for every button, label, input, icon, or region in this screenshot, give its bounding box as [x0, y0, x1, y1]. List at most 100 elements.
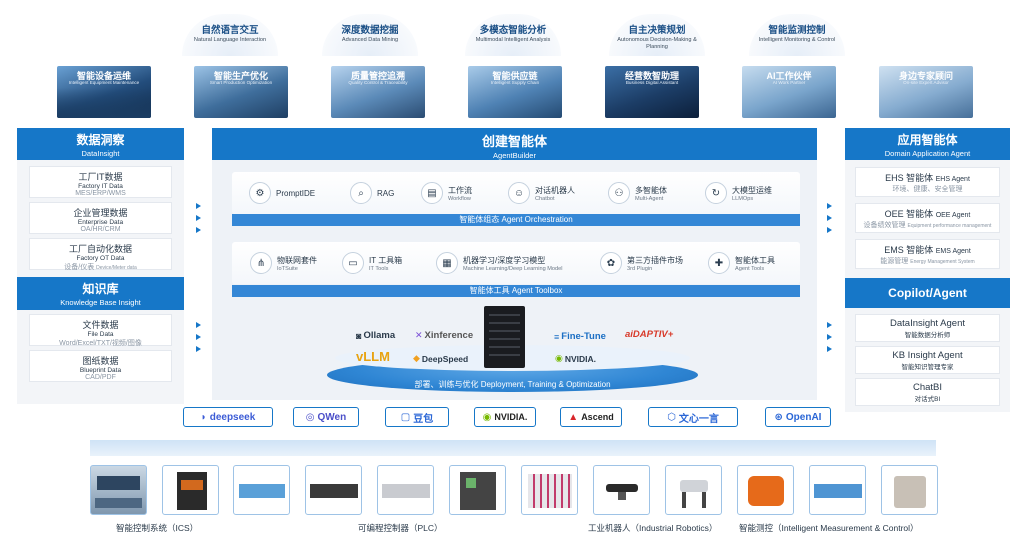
framework-name: NVIDIA. — [564, 353, 597, 364]
datainsight-item-factory-it[interactable]: 工厂IT数据 Factory IT Data MES/ERP/WMS — [29, 166, 172, 198]
copilot-chatbi[interactable]: ChatBI 对话式BI — [855, 378, 1000, 406]
item-detail: OA/HR/CRM — [80, 226, 121, 233]
item-title: EMS 智能体 EMS Agent — [884, 245, 971, 255]
tool-name: 机器学习/深度学习模型 — [463, 255, 546, 265]
device-layer-bar — [90, 440, 936, 456]
model-doubao[interactable]: ▢豆包 — [385, 407, 449, 427]
model-qwen[interactable]: ◎QWen — [293, 407, 359, 427]
framework-xinference: ✕ Xinference — [415, 330, 473, 341]
model-wenxin[interactable]: ⬡文心一言 — [648, 407, 738, 427]
datainsight-item-enterprise[interactable]: 企业管理数据 Enterprise Data OA/HR/CRM — [29, 202, 172, 234]
capability-subtitle: Intelligent Monitoring & Control — [758, 37, 836, 43]
domain-agent-ems[interactable]: EMS 智能体 EMS Agent 能源管理 Energy Management… — [855, 239, 1000, 269]
copilot-kb-insight-agent[interactable]: KB Insight Agent 智能知识管理专家 — [855, 346, 1000, 374]
item-subtitle: 智能数据分析师 — [904, 332, 951, 339]
item-subtitle: Factory IT Data — [78, 183, 123, 190]
item-detail: CAD/PDF — [85, 374, 116, 381]
device-group-plc-label: 可编程控制器（PLC） — [358, 523, 443, 533]
capability-title: 多模态智能分析 — [479, 25, 547, 36]
device-plc-controller — [449, 465, 506, 515]
model-name: 豆包 — [413, 413, 434, 425]
tool-sub: Agent Tools — [735, 265, 765, 272]
scenario-title: 质量管控追溯 — [350, 71, 405, 81]
capability-multimodal: 多模态智能分析 Multimodal Intelligent Analysis — [467, 22, 559, 44]
capability-title: 自主决策规划 — [628, 25, 686, 36]
scenario-title: 身边专家顾问 — [898, 71, 953, 81]
capability-decision: 自主决策规划 Autonomous Decision-Making & Plan… — [611, 22, 703, 51]
model-openai[interactable]: ⊛OpenAI — [765, 407, 831, 427]
search-icon: ⌕ — [350, 182, 372, 204]
flow-arrows-right-bottom — [827, 322, 833, 358]
deployment-label: 部署、训练与优化 Deployment, Training & Optimiza… — [414, 380, 611, 389]
device-drone — [593, 465, 650, 515]
refresh-icon: ↻ — [705, 182, 727, 204]
tool-name: IT 工具箱 — [369, 255, 403, 265]
framework-finetune: ≡ Fine-Tune — [554, 331, 606, 342]
domain-agent-ehs[interactable]: EHS 智能体 EHS Agent 环境、健康、安全管理 — [855, 167, 1000, 197]
model-deepseek[interactable]: ◗deepseek — [183, 407, 273, 427]
device-plc-rack — [305, 465, 362, 515]
tool-rag[interactable]: ⌕ RAG — [350, 182, 394, 204]
knowledge-title: 知识库 — [82, 282, 119, 296]
item-title: 工厂自动化数据 — [68, 244, 132, 254]
domain-agent-header: 应用智能体 Domain Application Agent — [845, 128, 1010, 160]
model-ascend[interactable]: ▲Ascend — [560, 407, 622, 427]
workflow-icon: ▤ — [421, 182, 443, 204]
model-name: deepseek — [209, 411, 256, 423]
scenario-production-optimization: 智能生产优化 Smart Production Optimization — [194, 66, 288, 118]
domain-agent-oee[interactable]: OEE 智能体 OEE Agent 设备绩效管理 Equipment perfo… — [855, 203, 1000, 233]
datainsight-item-factory-ot[interactable]: 工厂自动化数据 Factory OT Data 设备/仪表 Device/Met… — [29, 238, 172, 271]
nvidia-icon: ◉ — [555, 353, 563, 363]
scenario-title: AI工作伙伴 — [766, 71, 812, 81]
scenario-quality-control: 质量管控追溯 Quality Control & Traceability — [331, 66, 425, 118]
agentbuilder-header: 创建智能体 AgentBuilder — [212, 128, 817, 160]
model-name: 文心一言 — [678, 413, 719, 425]
model-name: NVIDIA. — [494, 412, 528, 422]
scenario-subtitle: On-site Expert Advisor — [903, 80, 949, 85]
copilot-datainsight-agent[interactable]: DataInsight Agent 智能数据分析师 — [855, 314, 1000, 342]
knowledge-header: 知识库 Knowledge Base Insight — [17, 277, 184, 310]
knowledge-item-blueprint[interactable]: 图纸数据 Blueprint Data CAD/PDF — [29, 350, 172, 382]
device-measurement-module — [809, 465, 866, 515]
item-title: EHS 智能体 EHS Agent — [885, 173, 970, 183]
framework-name: vLLM — [356, 349, 390, 364]
domain-agent-subtitle: Domain Application Agent — [884, 149, 971, 158]
datainsight-title: 数据洞察 — [76, 133, 125, 147]
gear-icon: ⚙ — [249, 182, 271, 204]
tool-name: 第三方插件市场 — [627, 255, 683, 265]
orchestration-band: 智能体组态 Agent Orchestration — [232, 214, 800, 226]
model-nvidia[interactable]: ◉NVIDIA. — [474, 407, 536, 427]
model-name: QWen — [317, 411, 347, 423]
item-title: DataInsight Agent — [890, 318, 965, 329]
robot-icon: ☺ — [508, 182, 530, 204]
item-title: OEE 智能体 OEE Agent — [884, 209, 971, 219]
qwen-icon: ◎ — [305, 411, 315, 423]
tool-promptide[interactable]: ⚙ PromptIDE — [249, 182, 315, 204]
scenario-subtitle: Intelligent Equipment Maintenance — [68, 80, 140, 85]
capability-monitoring: 智能监测控制 Intelligent Monitoring & Control — [751, 22, 843, 44]
xinference-icon: ✕ — [415, 330, 423, 340]
multi-agent-icon: ⚇ — [608, 182, 630, 204]
item-detail: MES/ERP/WMS — [75, 190, 126, 197]
knowledge-subtitle: Knowledge Base Insight — [60, 298, 141, 307]
monitor-icon: ▭ — [342, 252, 364, 274]
item-detail: 设备绩效管理 Equipment performance management — [863, 222, 992, 229]
tool-name: RAG — [377, 188, 395, 198]
scenario-subtitle: Smart Production Optimization — [209, 80, 273, 85]
chip-icon: ▦ — [436, 252, 458, 274]
framework-name: Xinference — [424, 330, 474, 341]
device-plc-module — [377, 465, 434, 515]
knowledge-item-file[interactable]: 文件数据 File Data Word/Excel/TXT/视频/图像 — [29, 314, 172, 347]
capability-title: 自然语言交互 — [201, 25, 259, 36]
capability-natural-language: 自然语言交互 Natural Language Interaction — [184, 22, 276, 44]
item-detail: 环境、健康、安全管理 — [892, 186, 963, 193]
